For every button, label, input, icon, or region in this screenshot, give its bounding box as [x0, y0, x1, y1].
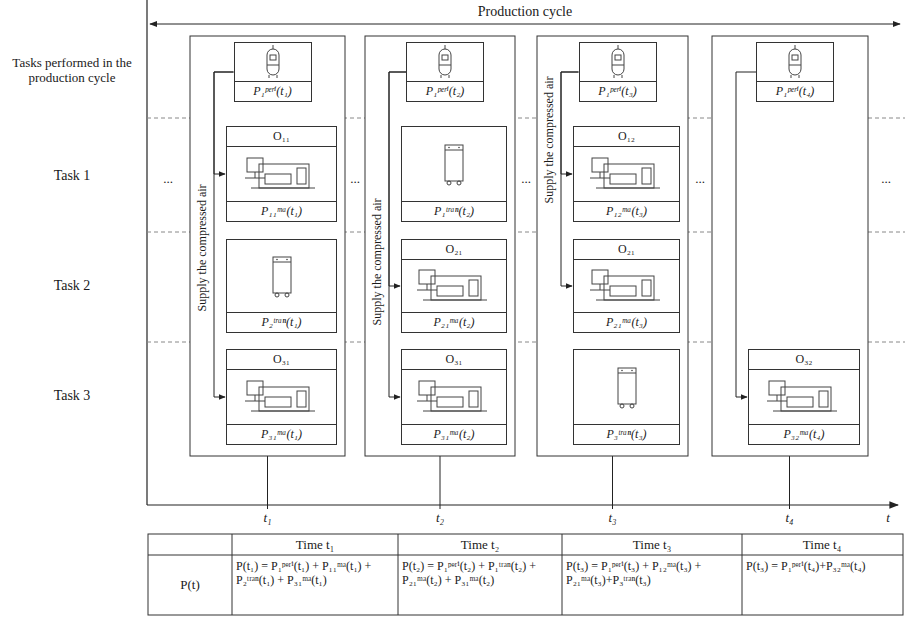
compressor-icon: [261, 45, 285, 79]
power-label: P₁ᵖᵉʳⁱ(t₃): [580, 81, 656, 101]
operation-label: O₃₁: [227, 350, 336, 370]
table-formula: P(t₃) = P₁ᵖᵉʳⁱ(t₃) + P₁₂ᵐᵃ(t₃) + P₂₁ᵐᵃ(t…: [566, 560, 738, 588]
ellipsis: ...: [163, 172, 173, 187]
compressor-icon: [783, 45, 807, 79]
machine-tool-icon: [765, 379, 843, 415]
machining-box: O₃₂ P₃₂ᵐᵃ(t₄): [748, 349, 860, 445]
transport-icon: [269, 254, 295, 298]
power-label: P₂ᵗʳᵃⁿ(t₁): [227, 312, 336, 332]
table-col-head: Time t₁: [296, 538, 334, 553]
machine-tool-icon: [243, 379, 321, 415]
power-label: P₃₂ᵐᵃ(t₄): [749, 424, 859, 444]
power-label: P₁ᵖᵉʳⁱ(t₄): [757, 81, 833, 101]
icon-area: [749, 370, 859, 424]
icon-area: [407, 43, 483, 81]
icon-area: [227, 147, 336, 201]
task-label: Task 2: [54, 278, 91, 294]
axis-ticks: [268, 456, 790, 509]
icon-area: [580, 43, 656, 81]
power-label: P₃₁ᵐᵃ(t₁): [227, 424, 336, 444]
transport-icon: [614, 365, 640, 409]
machining-box: O₃₁ P₃₁ᵐᵃ(t₁): [226, 349, 337, 445]
transport-box: P₁ᵗʳᵃⁿ(t₂): [401, 126, 507, 222]
icon-area: [402, 370, 506, 424]
compressor-icon: [433, 45, 457, 79]
cycle-arrow: [150, 24, 900, 25]
icon-area: [402, 260, 506, 312]
supply-label: Supply the compressed air: [195, 185, 209, 312]
table-col-head: Time t₃: [633, 538, 671, 553]
icon-area: [574, 260, 679, 312]
operation-label: O₃₂: [749, 350, 859, 370]
power-label: P₁ᵗʳᵃⁿ(t₂): [402, 201, 506, 221]
operation-label: O₂₁: [402, 240, 506, 260]
table-formula: P(t₁) = P₁ᵖᵉʳⁱ(t₁) + P₁₁ᵐᵃ(t₁) + P₂ᵗʳᵃⁿ(…: [236, 560, 394, 588]
machining-box: O₃₁ P₃₁ᵐᵃ(t₂): [401, 349, 507, 445]
time-axis: [147, 504, 898, 505]
transport-icon: [441, 142, 467, 186]
supply-label: Supply the compressed air: [370, 199, 384, 326]
ellipsis: ...: [881, 172, 891, 187]
table-col-head: Time t₂: [461, 538, 499, 553]
peripheral-box: P₁ᵖᵉʳⁱ(t₁): [234, 42, 312, 102]
time-tick: t₄: [785, 511, 793, 526]
table-formula: P(t₂) = P₁ᵖᵉʳⁱ(t₂) + P₁ᵗʳᵃⁿ(t₂) + P₂₁ᵐᵃ(…: [402, 560, 558, 588]
time-columns: [190, 36, 868, 456]
operation-label: O₁₂: [574, 127, 679, 147]
power-table: [148, 534, 903, 615]
power-label: P₂₁ᵐᵃ(t₃): [574, 312, 679, 332]
operation-label: O₃₁: [402, 350, 506, 370]
peripheral-box: P₁ᵖᵉʳⁱ(t₄): [756, 42, 834, 102]
machine-tool-icon: [415, 268, 493, 304]
power-label: P₁₂ᵐᵃ(t₃): [574, 201, 679, 221]
icon-area: [227, 240, 336, 312]
power-label: P₁ᵖᵉʳⁱ(t₂): [407, 81, 483, 101]
machine-tool-icon: [415, 379, 493, 415]
time-axis-label: t: [886, 511, 890, 526]
power-label: P₃₁ᵐᵃ(t₂): [402, 424, 506, 444]
machining-box: O₂₁ P₂₁ᵐᵃ(t₃): [573, 239, 680, 333]
icon-area: [574, 350, 679, 424]
peripheral-box: P₁ᵖᵉʳⁱ(t₂): [406, 42, 484, 102]
machine-tool-icon: [243, 156, 321, 192]
ellipsis: ...: [695, 172, 705, 187]
machine-tool-icon: [588, 268, 666, 304]
icon-area: [574, 147, 679, 201]
task-label: Task 3: [54, 388, 91, 404]
machining-box: O₁₁ P₁₁ᵐᵃ(t₁): [226, 126, 337, 222]
compressor-icon: [606, 45, 630, 79]
transport-box: P₂ᵗʳᵃⁿ(t₁): [226, 239, 337, 333]
time-tick: t₃: [608, 511, 616, 526]
table-row-head: P(t): [180, 578, 200, 593]
icon-area: [402, 127, 506, 201]
machining-box: O₂₁ P₂₁ᵐᵃ(t₂): [401, 239, 507, 333]
power-label: P₂₁ᵐᵃ(t₂): [402, 312, 506, 332]
power-label: P₁₁ᵐᵃ(t₁): [227, 201, 336, 221]
supply-label: Supply the compressed air: [542, 77, 556, 204]
time-tick: t₁: [263, 511, 271, 526]
cycle-title: Production cycle: [478, 4, 572, 20]
power-label: P₁ᵖᵉʳⁱ(t₁): [235, 81, 311, 101]
icon-area: [757, 43, 833, 81]
peripheral-box: P₁ᵖᵉʳⁱ(t₃): [579, 42, 657, 102]
icon-area: [227, 370, 336, 424]
table-formula: P(t₃) = P₁ᵖᵉʳⁱ(t₄)+P₃₂ᵐᵃ(t₄): [746, 560, 900, 574]
icon-area: [235, 43, 311, 81]
power-label: P₃ᵗʳᵃⁿ(t₃): [574, 424, 679, 444]
ellipsis: ...: [350, 172, 360, 187]
machine-tool-icon: [588, 156, 666, 192]
operation-label: O₂₁: [574, 240, 679, 260]
vertical-axis: [146, 0, 147, 505]
time-tick: t₂: [436, 511, 444, 526]
transport-box: P₃ᵗʳᵃⁿ(t₃): [573, 349, 680, 445]
ellipsis: ...: [521, 172, 531, 187]
table-col-head: Time t₄: [803, 538, 841, 553]
operation-label: O₁₁: [227, 127, 336, 147]
machining-box: O₁₂ P₁₂ᵐᵃ(t₃): [573, 126, 680, 222]
row-title: Tasks performed in the production cycle: [4, 56, 140, 86]
task-label: Task 1: [54, 168, 91, 184]
